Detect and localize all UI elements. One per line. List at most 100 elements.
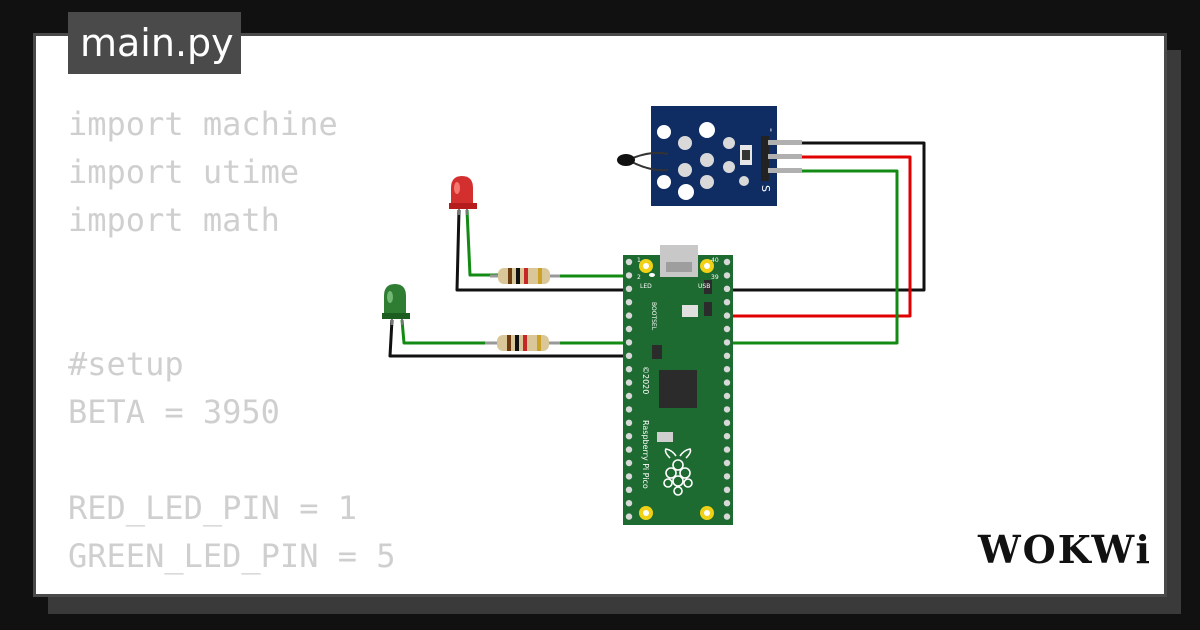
pin-pad [625, 406, 633, 413]
pin-pad [723, 258, 731, 266]
resistor-band [524, 268, 528, 284]
code-card [33, 33, 1167, 597]
led-rim [449, 203, 477, 209]
pin-pad [625, 285, 633, 292]
pin-pad [723, 433, 731, 440]
pin-pad [625, 299, 633, 306]
onboard-led [649, 273, 655, 277]
code-line: RED_LED_PIN = 1 [68, 489, 357, 527]
bootsel-label: BOOTSEL [650, 302, 657, 331]
wire-black-red-led [455, 209, 633, 292]
solder-pad [700, 175, 714, 189]
pin-label-40: 40 [711, 257, 719, 264]
pin-pad [625, 272, 633, 279]
pin-pad [723, 299, 731, 306]
pin-pad [723, 352, 731, 359]
pin-label-signal: S [759, 185, 772, 192]
pin-label-39: 39 [711, 274, 719, 281]
led-label: LED [640, 283, 652, 290]
resistor-green-led[interactable] [485, 335, 560, 351]
raspberry-pi-logo-icon [663, 448, 693, 496]
mount-hole-center [643, 263, 649, 269]
pin-pad [625, 486, 633, 493]
code-line: import machine [68, 105, 338, 143]
pin-minus [768, 140, 802, 145]
thermistor-sensor-module[interactable]: - S [617, 106, 802, 206]
rp2040-chip [659, 370, 697, 408]
green-led[interactable] [382, 284, 410, 325]
pin-pad [625, 352, 633, 359]
code-line: import math [68, 201, 280, 239]
wire-black-sensor [722, 141, 926, 292]
pin-pad [723, 486, 731, 493]
code-line: import utime [68, 153, 300, 191]
pin-pad [723, 379, 731, 386]
wire-black-green-led [388, 319, 633, 358]
board-name-label: Raspberry Pi Pico [641, 420, 650, 489]
thermistor-bead [617, 154, 635, 166]
pin-pad [625, 500, 633, 507]
smd-resistor-body [742, 150, 750, 160]
usb-label: USB [698, 283, 710, 290]
pin-pad [625, 258, 633, 266]
pin-signal [768, 168, 802, 173]
debug-pad [657, 432, 673, 442]
pin-pad [625, 433, 633, 440]
file-tab[interactable]: main.py [68, 12, 241, 74]
wire-green-red-resistor [550, 274, 635, 278]
code-line: BETA = 3950 [68, 393, 280, 431]
pin-row [625, 258, 731, 520]
solder-pad [678, 136, 692, 150]
led-rim [382, 313, 410, 319]
pin-pad [723, 406, 731, 413]
pin-pad [723, 513, 731, 520]
pin-pad [625, 325, 633, 333]
smd-component [704, 280, 712, 294]
pin-pad [723, 473, 731, 480]
pin-pad [625, 446, 633, 453]
mount-hole [699, 122, 715, 138]
resistor-band [523, 335, 527, 351]
smd-component [704, 302, 712, 316]
resistor-red-led[interactable] [490, 268, 560, 284]
pin-pad [723, 392, 731, 400]
solder-pad [700, 153, 714, 167]
pin-pad [723, 339, 731, 346]
pin-pad [625, 392, 633, 400]
solder-pad [739, 176, 749, 186]
resistor-band [507, 335, 511, 351]
led-highlight [387, 291, 393, 303]
pin-label-1: 1 [637, 257, 641, 264]
resistor-band [516, 268, 520, 284]
bootsel-button [682, 305, 698, 317]
pin-pad [723, 459, 731, 467]
wire-green-sensor [722, 169, 899, 345]
mount-hole-center [704, 510, 710, 516]
pin-pad [723, 312, 731, 319]
solder-pad [723, 137, 735, 149]
led-body [384, 284, 406, 318]
solder-pad [723, 161, 735, 173]
year-label: ©2020 [641, 366, 650, 394]
pin-pad [723, 366, 731, 373]
pin-pad [625, 339, 633, 346]
usb-port [666, 262, 692, 272]
red-led[interactable] [449, 176, 477, 215]
code-line: GREEN_LED_PIN = 5 [68, 537, 396, 575]
resistor-band [537, 335, 541, 351]
pin-pad [625, 459, 633, 467]
resistor-band [515, 335, 519, 351]
wokwi-logo: WOKWi [978, 527, 1152, 572]
wires [388, 141, 926, 358]
resistor-band [508, 268, 512, 284]
mount-hole [657, 125, 671, 139]
wire-red-sensor [722, 155, 912, 318]
wire-green-red-led [465, 209, 500, 277]
mount-hole-center [643, 510, 649, 516]
pin-pad [723, 500, 731, 507]
raspberry-pi-pico[interactable]: LED USB 1 2 39 40 BOOTSEL ©2020 Raspberr… [623, 245, 733, 525]
wire-green-green-led [400, 319, 490, 345]
pin-pad [723, 419, 731, 426]
pin-pad [625, 312, 633, 319]
